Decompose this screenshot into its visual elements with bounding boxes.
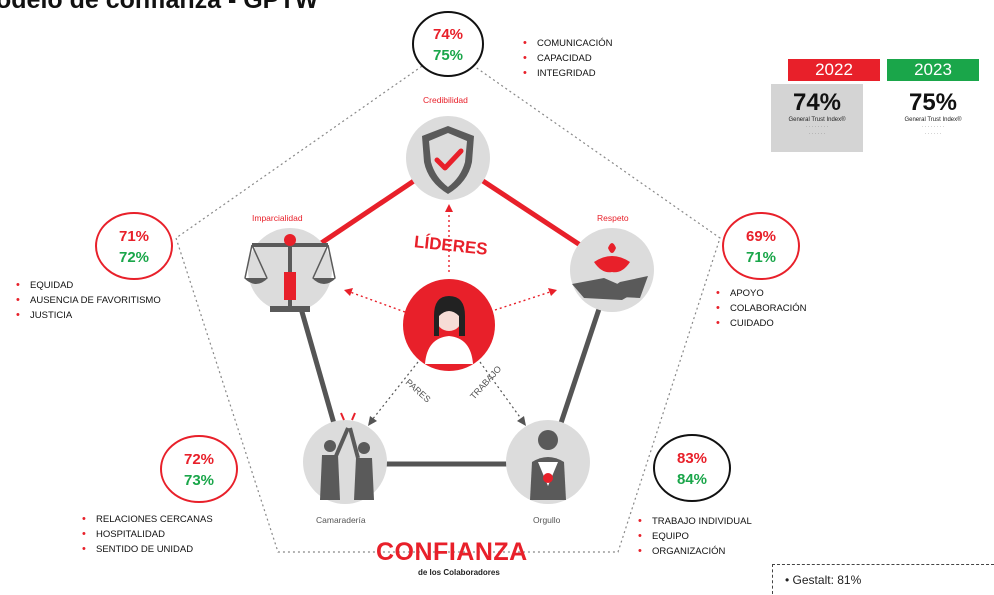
trust-index-value-2023: 75% [908, 89, 958, 116]
peers-label: PARES [404, 377, 433, 404]
orgullo-score-2023: 84% [676, 471, 708, 488]
list-item: EQUIDAD [16, 278, 161, 293]
leader-node [403, 279, 495, 371]
camaraderia-list: RELACIONES CERCANAS HOSPITALIDAD SENTIDO… [82, 512, 213, 557]
confianza-subtitle: de los Colaboradores [418, 568, 500, 577]
credibilidad-list: COMUNICACIÓN CAPACIDAD INTEGRIDAD [523, 36, 612, 81]
list-item: COMUNICACIÓN [523, 36, 612, 51]
respeto-list: APOYO COLABORACIÓN CUIDADO [716, 286, 807, 331]
imparcialidad-node [244, 228, 336, 312]
year-badge-2023: 2023 [887, 59, 979, 81]
list-item: HOSPITALIDAD [82, 527, 213, 542]
pentagon-border [175, 47, 721, 553]
credibilidad-score-ring [412, 11, 484, 77]
credibilidad-score-2023: 75% [432, 47, 464, 64]
imparcialidad-list: EQUIDAD AUSENCIA DE FAVORITISMO JUSTICIA [16, 278, 161, 323]
imparcialidad-score-2023: 72% [118, 249, 150, 266]
trust-index-card-2023: 75% General Trust Index® · · · · · · · ·… [887, 84, 979, 152]
respeto-scores: 69% 71% [731, 226, 791, 268]
arrow-to-camaraderia [371, 361, 419, 421]
trust-index-value-2022: 74% [792, 89, 842, 116]
list-item: ORGANIZACIÓN [638, 544, 752, 559]
page-title: odelo de confianza - GPTW [0, 0, 319, 14]
fine-print: · · · · · · · ·· · · · · · [921, 124, 945, 137]
list-item: APOYO [716, 286, 807, 301]
list-item: CAPACIDAD [523, 51, 612, 66]
trust-index-label-2023: General Trust Index® [904, 117, 962, 123]
respeto-score-ring [722, 212, 800, 280]
arrow-to-orgullo [479, 361, 523, 421]
orgullo-label: Orgullo [533, 515, 561, 525]
orgullo-score-2022: 83% [676, 450, 708, 467]
camaraderia-label: Camaradería [316, 515, 366, 525]
arrow-to-respeto [494, 291, 551, 311]
imparcialidad-label: Imparcialidad [252, 213, 303, 223]
respeto-label: Respeto [597, 213, 629, 223]
camaraderia-score-2023: 73% [183, 472, 215, 489]
list-item: COLABORACIÓN [716, 301, 807, 316]
credibilidad-score-2022: 74% [432, 26, 464, 43]
orgullo-score-ring [653, 434, 731, 502]
respeto-score-2023: 71% [745, 249, 777, 266]
gestalt-text: Gestalt: 81% [792, 573, 862, 587]
gestalt-note: • Gestalt: 81% [772, 564, 994, 594]
list-item: INTEGRIDAD [523, 66, 612, 81]
imparcialidad-scores: 71% 72% [104, 226, 164, 268]
list-item: EQUIPO [638, 529, 752, 544]
orgullo-node [506, 420, 590, 504]
credibilidad-label: Credibilidad [423, 95, 468, 105]
arrow-to-imparcialidad [349, 291, 406, 313]
list-item: SENTIDO DE UNIDAD [82, 542, 213, 557]
camaraderia-scores: 72% 73% [169, 449, 229, 491]
respeto-score-2022: 69% [745, 228, 777, 245]
work-label: TRABAJO [468, 364, 503, 402]
camaraderia-score-2022: 72% [183, 451, 215, 468]
credibilidad-node [406, 116, 490, 200]
imparcialidad-score-2022: 71% [118, 228, 150, 245]
list-item: JUSTICIA [16, 308, 161, 323]
list-item: CUIDADO [716, 316, 807, 331]
credibilidad-scores: 74% 75% [418, 24, 478, 66]
camaraderia-score-ring [160, 435, 238, 503]
orgullo-scores: 83% 84% [662, 448, 722, 490]
confianza-title: CONFIANZA [376, 538, 528, 566]
list-item: RELACIONES CERCANAS [82, 512, 213, 527]
fine-print: · · · · · · · ·· · · · · · [805, 124, 829, 137]
camaraderia-node [303, 412, 387, 504]
trust-index-card-2022: 74% General Trust Index® · · · · · · · ·… [771, 84, 863, 152]
year-badge-2022: 2022 [788, 59, 880, 81]
orgullo-list: TRABAJO INDIVIDUAL EQUIPO ORGANIZACIÓN [638, 514, 752, 559]
list-item: AUSENCIA DE FAVORITISMO [16, 293, 161, 308]
respeto-node [570, 228, 654, 312]
trust-index-label-2022: General Trust Index® [788, 117, 846, 123]
list-item: TRABAJO INDIVIDUAL [638, 514, 752, 529]
